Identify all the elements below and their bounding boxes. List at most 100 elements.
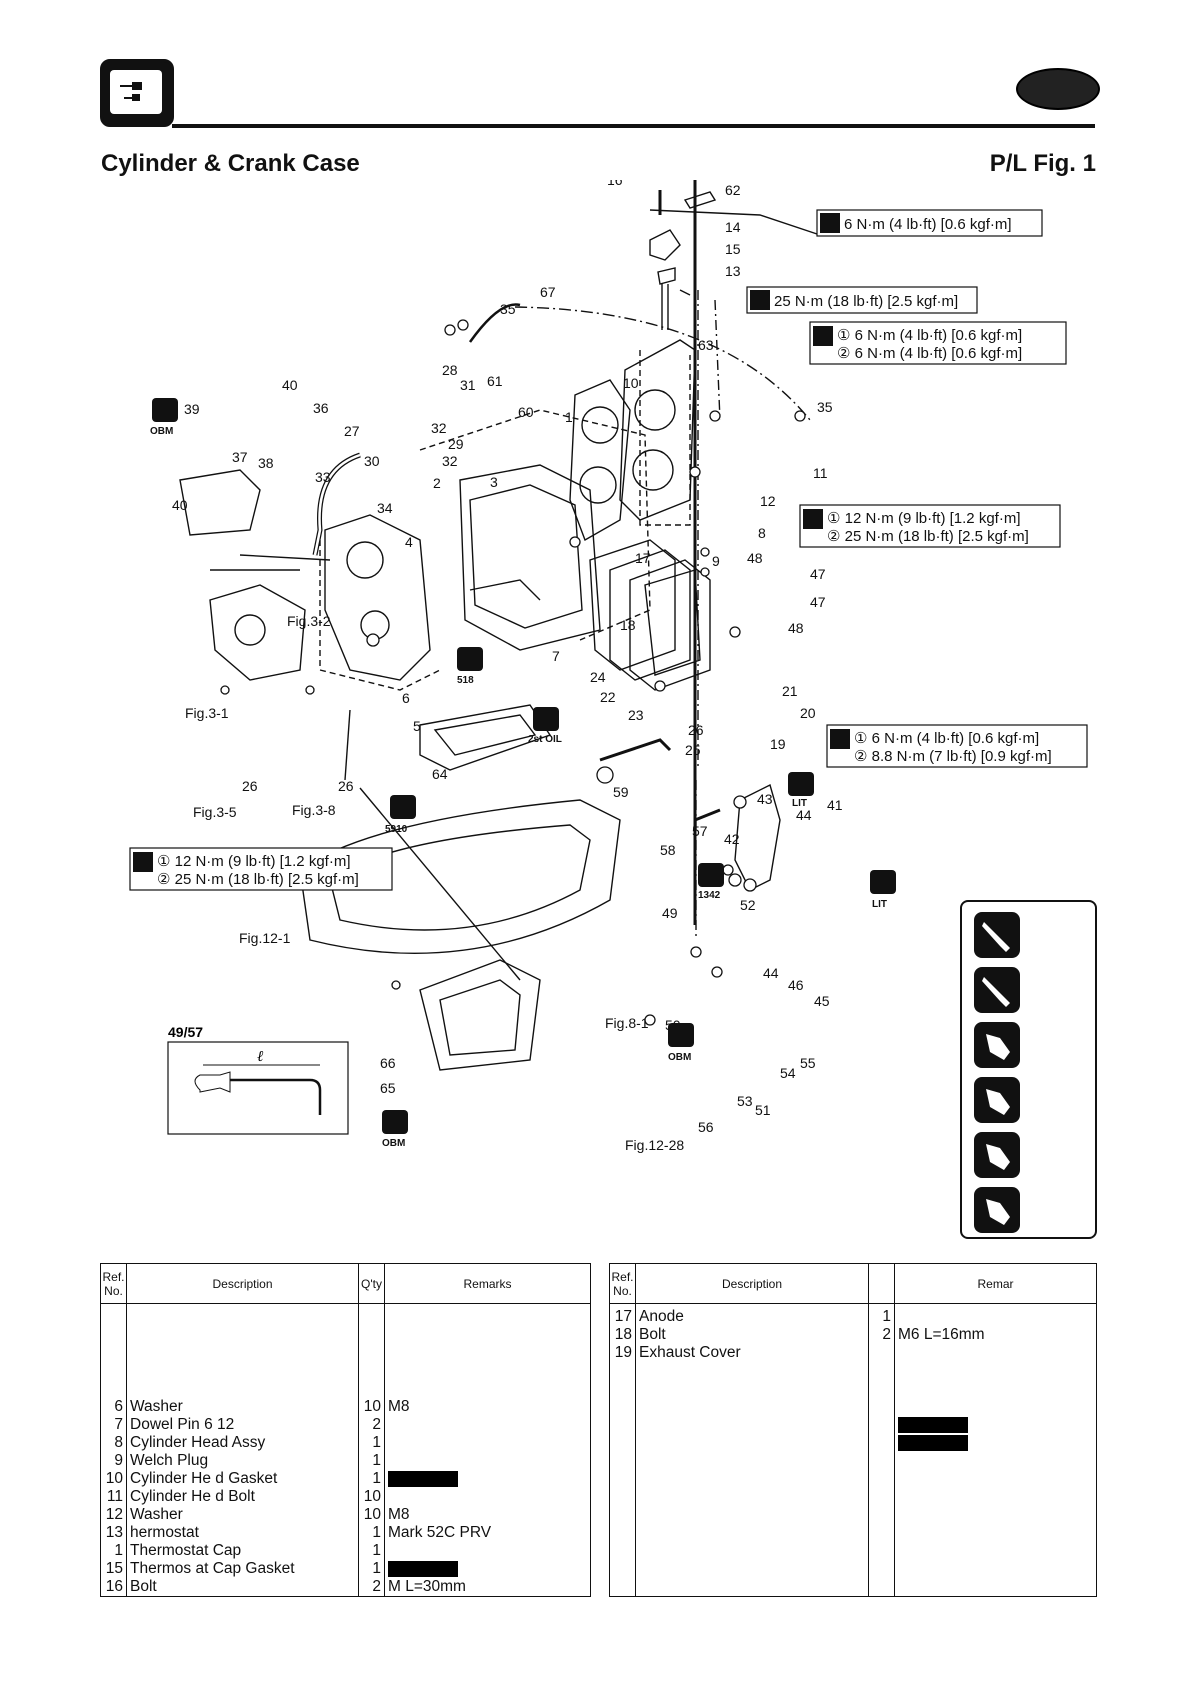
- callout: 18: [620, 617, 636, 633]
- remarks-cell: [894, 1506, 1097, 1524]
- remarks-cell: [384, 1344, 591, 1362]
- qty-cell: [358, 1303, 385, 1326]
- description-cell: [635, 1488, 869, 1506]
- callout: 62: [725, 182, 741, 198]
- callout: 56: [698, 1119, 714, 1135]
- torque-spec-4: ① 12 N·m (9 lb·ft) [1.2 kgf·m] ② 25 N·m …: [799, 504, 1061, 548]
- lube-icon: [870, 870, 896, 894]
- callout: 8: [758, 525, 766, 541]
- callout: 23: [628, 707, 644, 723]
- callout: 25: [685, 742, 701, 758]
- qty-cell: 2: [868, 1326, 895, 1344]
- callout: 48: [747, 550, 763, 566]
- remarks-cell: [384, 1470, 591, 1488]
- callout: 2: [433, 475, 441, 491]
- table-row: [609, 1470, 1097, 1488]
- callout: 44: [763, 965, 779, 981]
- remarks-cell: [894, 1452, 1097, 1470]
- table-row: [609, 1398, 1097, 1416]
- ref-cell: [609, 1362, 636, 1380]
- remarks-cell: [894, 1398, 1097, 1416]
- callout: 59: [613, 784, 629, 800]
- remarks-cell: [384, 1380, 591, 1398]
- description-cell: [126, 1326, 359, 1344]
- callout: 27: [344, 423, 360, 439]
- remarks-cell: [384, 1560, 591, 1578]
- remarks-cell: [384, 1434, 591, 1452]
- callout: 60: [518, 404, 534, 420]
- ref-cell: [609, 1560, 636, 1578]
- parts-list-icon: [120, 82, 142, 101]
- callout: 4: [405, 534, 413, 550]
- remarks-cell: [384, 1488, 591, 1506]
- callout: 39: [184, 401, 200, 417]
- lube-label: OBM: [668, 1052, 691, 1063]
- description-cell: hermostat: [126, 1524, 359, 1542]
- callout: 26: [242, 778, 258, 794]
- table-row: [100, 1380, 591, 1398]
- lube-label: LIT: [872, 899, 887, 910]
- remarks-cell: [384, 1326, 591, 1344]
- description-cell: Washer: [126, 1398, 359, 1416]
- callout: 52: [740, 897, 756, 913]
- lube-label: 518: [457, 675, 474, 686]
- remarks-cell: [894, 1470, 1097, 1488]
- qty-cell: [358, 1362, 385, 1380]
- lubricant-legend: [960, 900, 1097, 1239]
- callout: 10: [623, 375, 639, 391]
- ref-cell: 12: [100, 1506, 127, 1524]
- lube-label: 2st OIL: [528, 734, 562, 745]
- qty-cell: 1: [358, 1542, 385, 1560]
- carburetor-shape: [209, 584, 306, 681]
- ref-cell: [609, 1434, 636, 1452]
- remarks-cell: [384, 1542, 591, 1560]
- description-cell: [635, 1452, 869, 1470]
- callout: 67: [540, 284, 556, 300]
- torque-spec-2: 25 N·m (18 lb·ft) [2.5 kgf·m]: [746, 286, 978, 314]
- lube-icon: [457, 647, 483, 671]
- remarks-cell: [894, 1488, 1097, 1506]
- callout-numbers: 16 62 14 15 13 67 35 63 35 28 31 61 10 6…: [172, 172, 843, 1135]
- callout: 41: [827, 797, 843, 813]
- callout: 35: [500, 301, 516, 317]
- ref-cell: 18: [609, 1326, 636, 1344]
- description-cell: Anode: [635, 1303, 869, 1326]
- callout: 24: [590, 669, 606, 685]
- callout: 61: [487, 373, 503, 389]
- header-qty: [868, 1263, 895, 1304]
- bottom-cowl-shape: [299, 799, 621, 955]
- torque-spec-5: ① 6 N·m (4 lb·ft) [0.6 kgf·m] ② 8.8 N·m …: [826, 724, 1088, 768]
- callout: 66: [380, 1055, 396, 1071]
- description-cell: [635, 1524, 869, 1542]
- diagram-svg: 16 62 14 15 13 67 35 63 35 28 31 61 10 6…: [129, 172, 1088, 1153]
- description-cell: Washer: [126, 1506, 359, 1524]
- svg-text:② 8.8 N·m (7 lb·ft) [0.9 kgf·m: ② 8.8 N·m (7 lb·ft) [0.9 kgf·m]: [854, 748, 1052, 765]
- description-cell: [635, 1578, 869, 1597]
- callout: 40: [282, 377, 298, 393]
- svg-text:6 N·m (4 lb·ft) [0.6 kgf·m]: 6 N·m (4 lb·ft) [0.6 kgf·m]: [844, 216, 1012, 233]
- description-cell: [635, 1380, 869, 1398]
- lube-icon: [668, 1023, 694, 1047]
- callout: 38: [258, 455, 274, 471]
- qty-cell: 1: [358, 1452, 385, 1470]
- table-row: [609, 1524, 1097, 1542]
- callout: 20: [800, 705, 816, 721]
- remarks-cell: [894, 1344, 1097, 1362]
- fig-ref: Fig.3-1: [185, 705, 229, 721]
- grease-gun-icon: [974, 912, 1020, 958]
- description-cell: Thermos at Cap Gasket: [126, 1560, 359, 1578]
- ref-cell: 6: [100, 1398, 127, 1416]
- qty-cell: [868, 1434, 895, 1452]
- callout: 16: [607, 180, 623, 188]
- fig-ref: Fig.12-1: [239, 930, 291, 946]
- sealant-tube-icon: [974, 1077, 1020, 1123]
- sealant-tube-icon: [974, 1187, 1020, 1233]
- callout: 3: [490, 474, 498, 490]
- ref-cell: [609, 1416, 636, 1434]
